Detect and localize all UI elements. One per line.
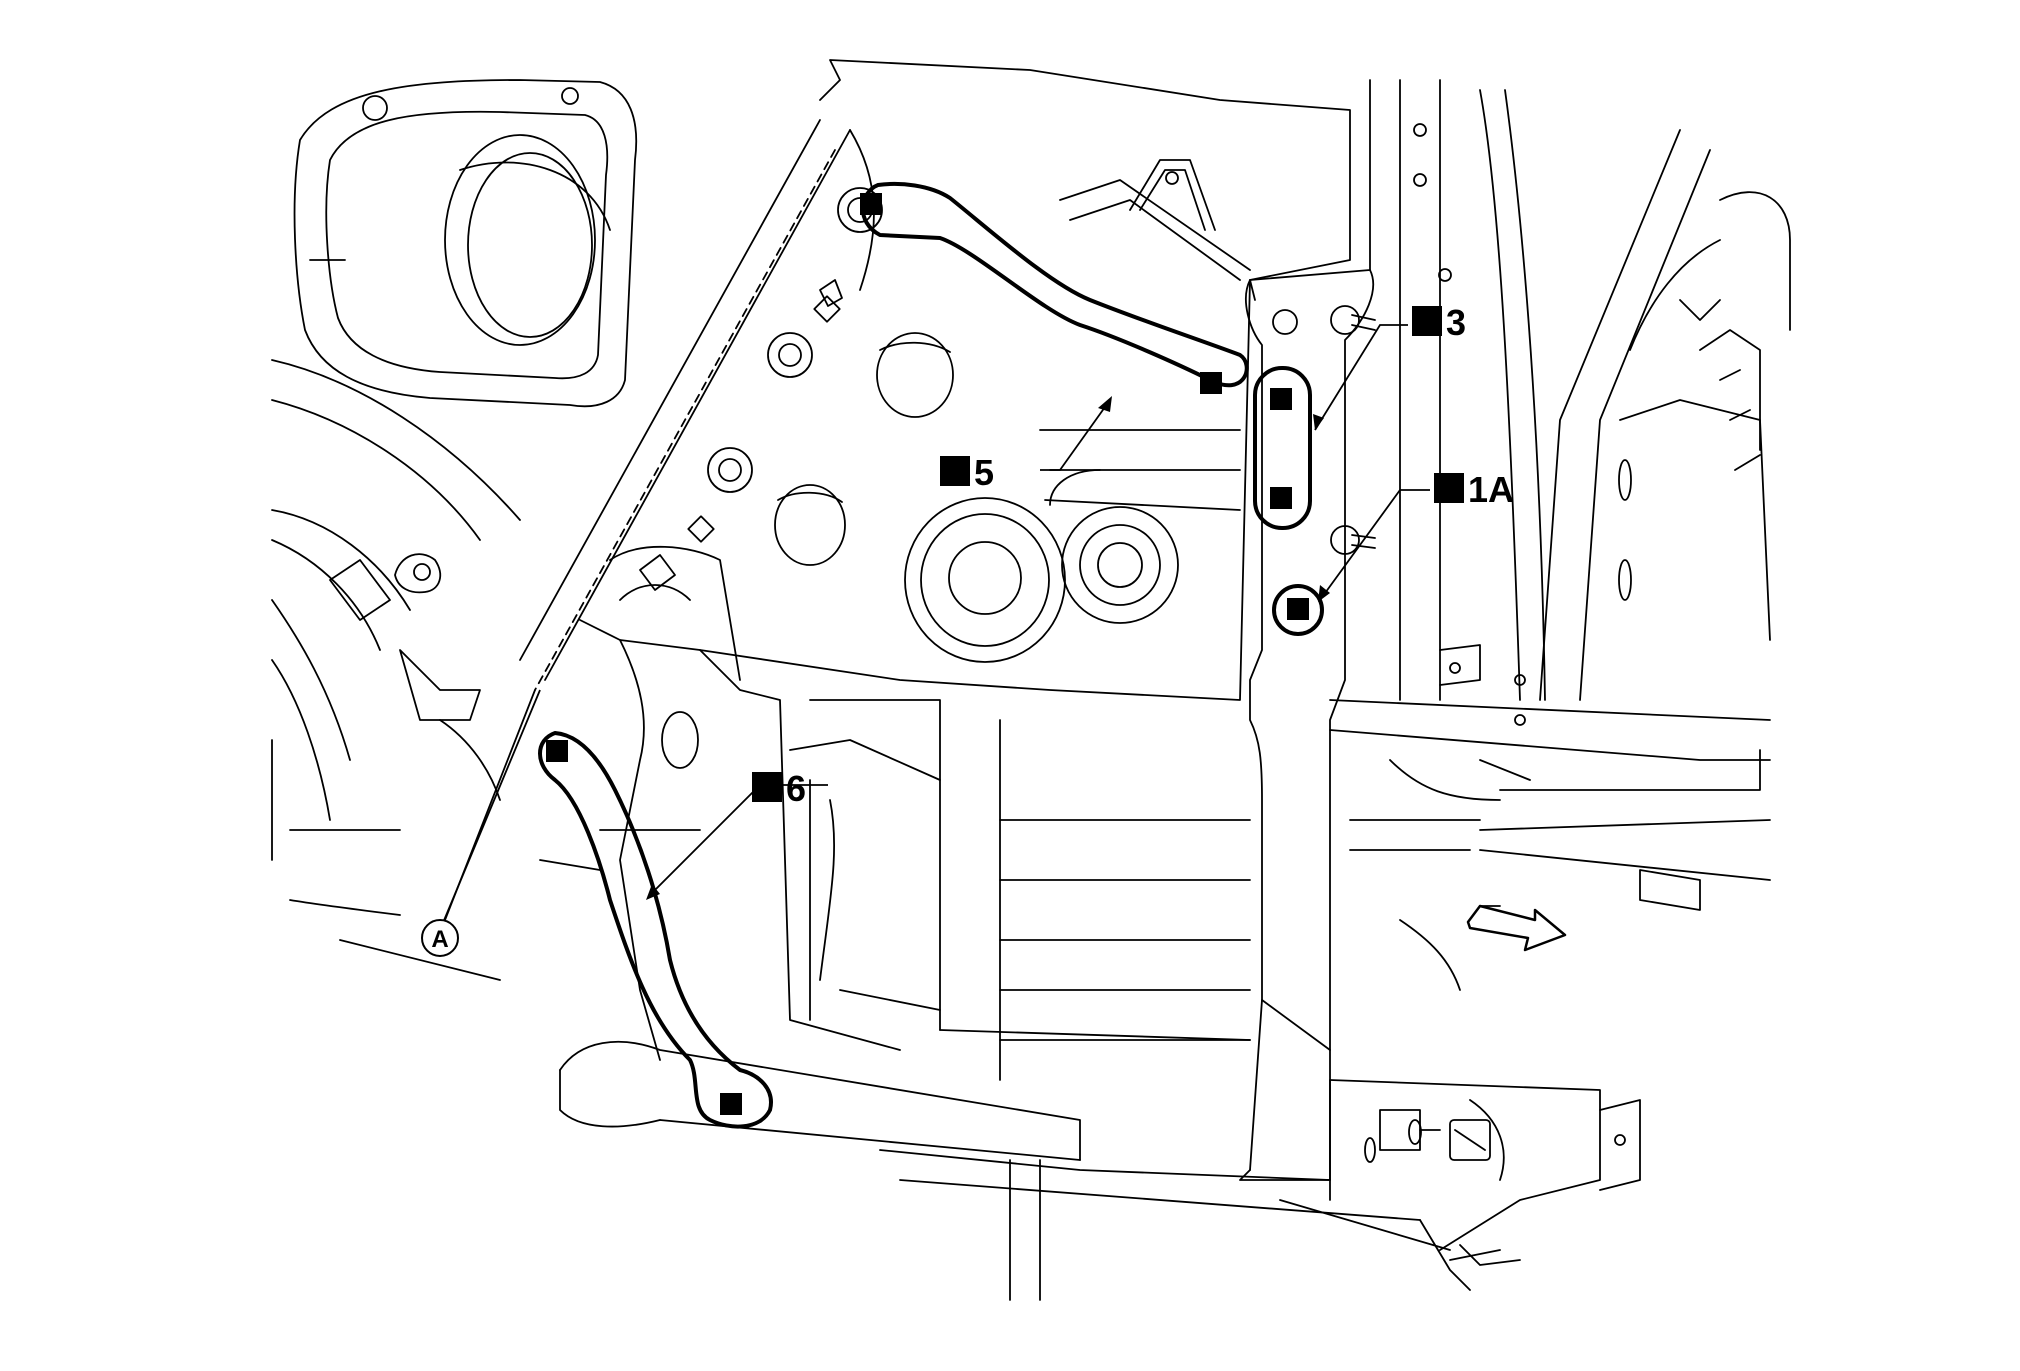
- marker-5-top: [860, 193, 882, 215]
- leader-5: [1040, 399, 1111, 471]
- marker-6-bottom: [720, 1093, 742, 1115]
- callout-6-label: 6: [786, 768, 806, 809]
- upper-wheelhouse: [293, 79, 638, 408]
- marker-5-end: [1200, 372, 1222, 394]
- callout-3-square: [1412, 306, 1442, 336]
- marker-6-top: [546, 740, 568, 762]
- reference-circle: [421, 919, 459, 957]
- leader-1a-arrowhead: [1318, 585, 1330, 602]
- right-structure: [1329, 79, 1791, 991]
- leader-3: [1314, 324, 1408, 431]
- vertical-pillar: [1239, 79, 1376, 1181]
- leader-3-arrowhead: [1313, 414, 1324, 430]
- diagonal-pillar: [444, 119, 851, 921]
- leader-6-arrowhead: [646, 884, 660, 900]
- left-fender-area: [271, 359, 521, 981]
- marker-3-top: [1270, 388, 1292, 410]
- lower-frame: [539, 545, 1641, 1301]
- callout-3-label: 3: [1446, 302, 1466, 343]
- view-direction-arrow: [1466, 904, 1567, 952]
- section-6-outline: [538, 731, 773, 1129]
- section-3-outline: [1253, 366, 1312, 530]
- callout-1a-square: [1434, 473, 1464, 503]
- callout-5-label: 5: [974, 452, 994, 493]
- reference-label: A: [431, 926, 448, 953]
- leader-a: [439, 689, 541, 931]
- marker-1a: [1287, 598, 1309, 620]
- central-inner-panel: [579, 59, 1351, 701]
- leader-5-arrowhead: [1098, 396, 1112, 412]
- marker-3-bottom: [1270, 487, 1292, 509]
- leader-1a: [1319, 489, 1430, 601]
- callout-6-square: [752, 772, 782, 802]
- section-1a-outline: [1272, 584, 1324, 636]
- callout-5-square: [940, 456, 970, 486]
- callout-1a-label: 1A: [1468, 469, 1514, 510]
- section-5-outline: [860, 181, 1249, 388]
